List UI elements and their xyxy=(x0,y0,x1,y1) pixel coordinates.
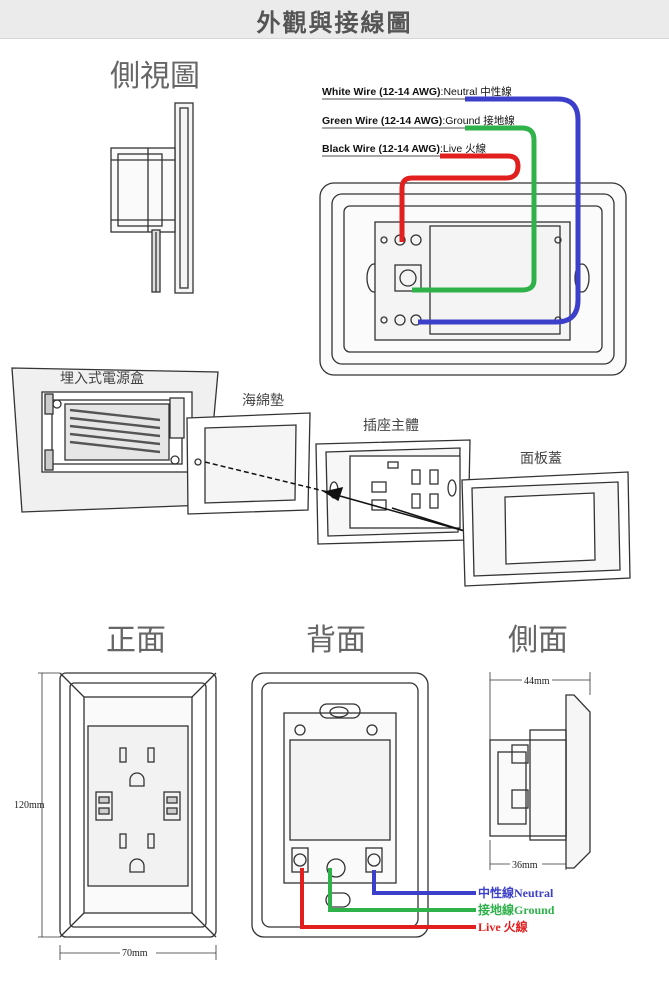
live-wire xyxy=(399,153,521,242)
page-title: 外觀與接線圖 xyxy=(256,9,413,37)
back-view xyxy=(251,672,429,938)
back-ground-wire xyxy=(328,868,476,912)
legend-neutral: 中性線Neutral xyxy=(478,885,554,900)
front-view-label: 正面 xyxy=(106,623,166,658)
recessed-box xyxy=(41,391,193,473)
legend-ground: 接地線Ground xyxy=(478,902,555,917)
back-view-label: 背面 xyxy=(306,623,366,658)
cover-label: 面板蓋 xyxy=(520,451,562,467)
ground-wire xyxy=(412,125,537,293)
sponge-pad xyxy=(186,412,311,515)
sponge-label: 海綿墊 xyxy=(242,393,284,409)
depth-total-bg xyxy=(522,675,552,686)
depth-body-bg xyxy=(510,859,542,870)
assembly-arrows xyxy=(204,461,469,533)
back-live-wire xyxy=(300,868,476,929)
front-view xyxy=(59,672,217,938)
height-dimension: 120mm xyxy=(14,800,45,811)
legend-live: Live 火線 xyxy=(478,919,528,934)
side-view-drawing xyxy=(110,102,194,294)
cover-plate xyxy=(461,471,631,587)
side-profile xyxy=(489,694,591,869)
box-label: 埋入式電源盒 xyxy=(60,370,144,387)
title-bar: 外觀與接線圖 xyxy=(0,0,669,39)
side-dimensions xyxy=(489,672,591,870)
back-neutral-wire xyxy=(372,870,476,895)
width-dimension: 70mm xyxy=(122,948,148,959)
neutral-wire xyxy=(418,96,581,325)
depth-total-dimension: 44mm xyxy=(524,676,550,687)
side-view-label: 側視圖 xyxy=(110,59,200,94)
width-dimension-bg xyxy=(120,946,156,958)
side-view-bottom-label: 側面 xyxy=(508,623,568,658)
depth-body-dimension: 36mm xyxy=(512,860,538,871)
body-label: 插座主體 xyxy=(363,418,419,434)
outlet-body xyxy=(315,439,471,545)
